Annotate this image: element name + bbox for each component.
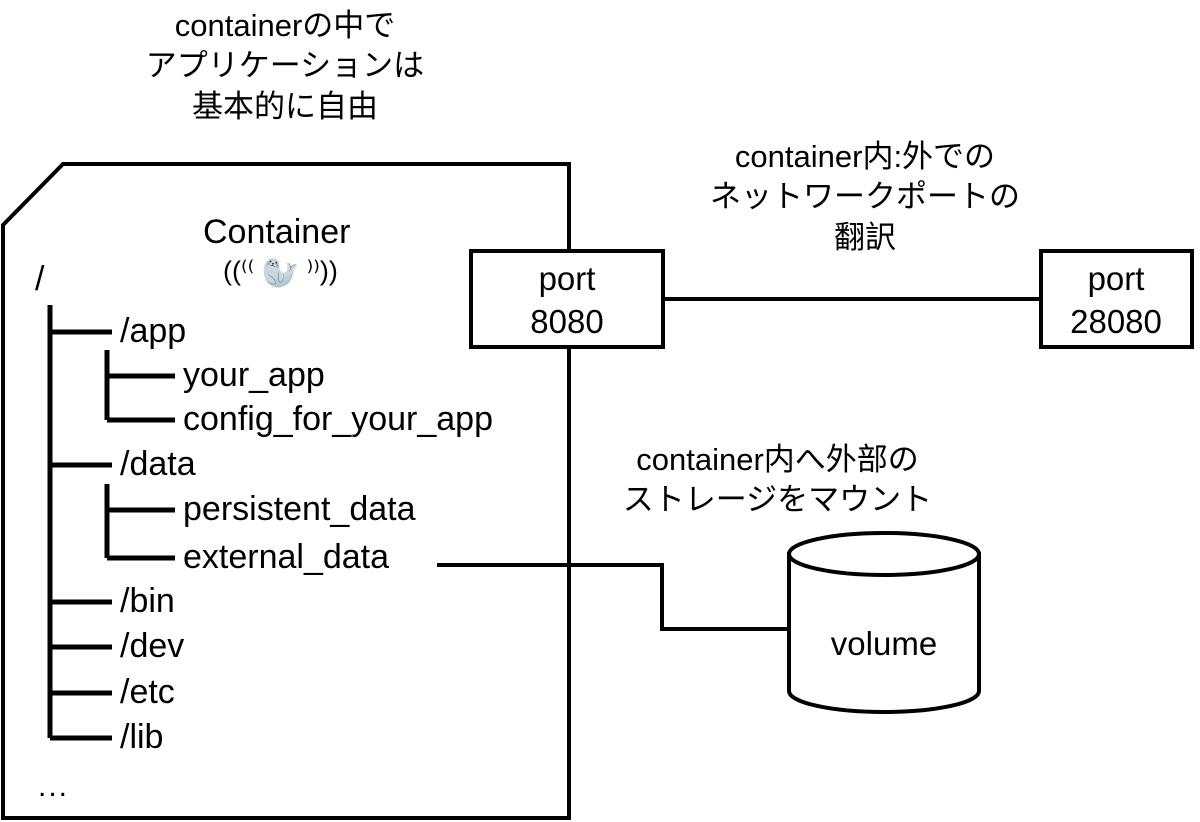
sound-marks-left-icon: ((⁽⁽	[223, 256, 255, 286]
sound-marks-right-icon: ⁾⁾))	[306, 256, 338, 286]
tree-item-etc[interactable]: /etc	[120, 673, 175, 711]
tree-item-data[interactable]: /data	[120, 445, 196, 483]
tree-root-label: /	[35, 260, 45, 298]
note-app-freedom-line-1: containerの中で	[174, 8, 396, 43]
port-outer-line-1: port	[1087, 260, 1145, 297]
tree-item-lib[interactable]: /lib	[120, 718, 164, 756]
tree-item-external-data[interactable]: external_data	[183, 538, 390, 576]
tree-ellipsis: ...	[38, 770, 70, 803]
port-inner-label: port 8080	[471, 258, 663, 344]
tree-item-app[interactable]: /app	[120, 312, 187, 350]
volume-label: volume	[830, 625, 938, 662]
tree-item-config-for-your-app[interactable]: config_for_your_app	[183, 400, 494, 438]
port-outer-box[interactable]	[1039, 249, 1194, 349]
port-outer-label: port 28080	[1036, 258, 1196, 344]
note-app-freedom: containerの中で アプリケーションは 基本的に自由	[70, 6, 500, 127]
note-volume-mount-line-1: container内へ外部の	[636, 442, 919, 477]
note-port-translation: container内:外での ネットワークポートの 翻訳	[645, 137, 1085, 258]
tree-item-your-app[interactable]: your_app	[183, 356, 325, 394]
note-volume-mount: container内へ外部の ストレージをマウント	[580, 440, 975, 521]
note-port-translation-line-1: container内:外での	[734, 139, 996, 174]
tree-item-persistent-data[interactable]: persistent_data	[183, 490, 416, 528]
port-inner-line-1: port	[538, 260, 596, 297]
port-inner-line-2: 8080	[530, 302, 604, 340]
container-mascot: ((⁽⁽ 🦭 ⁾⁾))	[223, 258, 338, 289]
tree-item-bin[interactable]: /bin	[120, 582, 175, 620]
file-tree-lines	[47, 305, 175, 741]
note-port-translation-line-2: ネットワークポートの	[710, 179, 1020, 215]
port-inner-box[interactable]	[469, 249, 665, 349]
tree-item-dev[interactable]: /dev	[120, 627, 185, 665]
port-outer-line-2: 28080	[1070, 302, 1162, 340]
volume-cylinder[interactable]	[787, 531, 981, 714]
container-title: Container	[203, 213, 351, 251]
note-app-freedom-line-2: アプリケーションは	[145, 48, 425, 84]
volume-connector-line	[437, 563, 790, 631]
seal-icon: 🦭	[261, 257, 300, 290]
note-volume-mount-line-2: ストレージをマウント	[622, 482, 933, 518]
note-port-translation-line-3: 翻訳	[834, 219, 896, 255]
note-app-freedom-line-3: 基本的に自由	[192, 88, 378, 124]
